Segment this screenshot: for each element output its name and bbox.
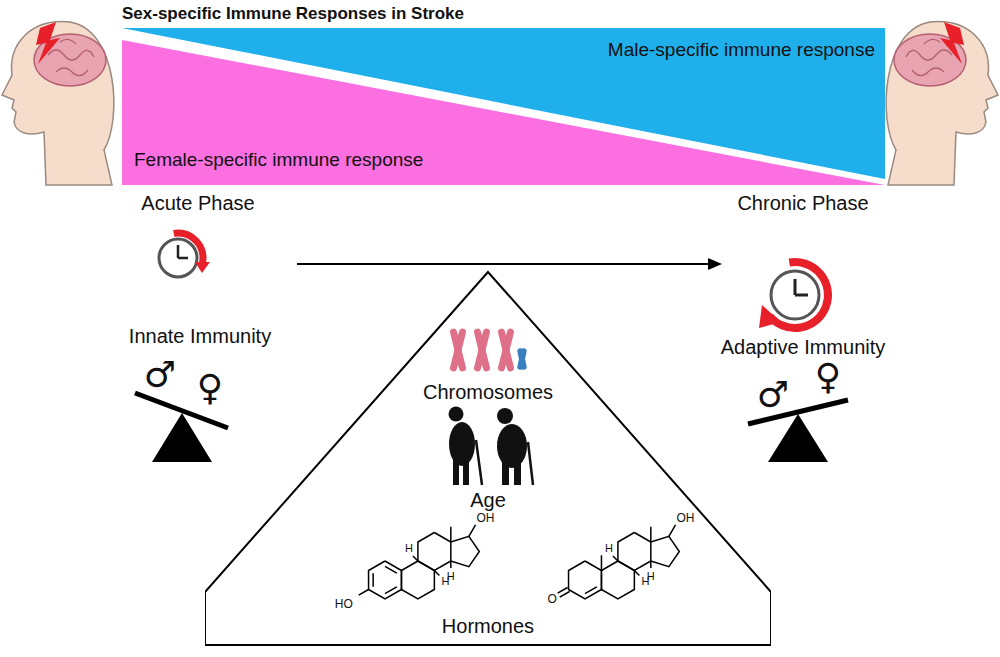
chromosome-x	[497, 328, 514, 372]
timeline-arrowhead	[708, 258, 722, 270]
hydrogen-bond	[650, 561, 652, 568]
chromosome-y	[517, 348, 527, 371]
patient-head-left	[2, 22, 114, 185]
person-leg	[502, 462, 509, 485]
stroke-lightning	[36, 22, 60, 64]
factor-pyramid: ChromosomesAgeHormones	[205, 262, 771, 647]
aromatic-bond	[385, 587, 397, 594]
steroid-ring	[618, 533, 651, 571]
sex-symbol: ♀	[197, 370, 223, 406]
clock-acute	[159, 233, 210, 277]
immunity-label: Adaptive Immunity	[721, 337, 886, 357]
steroid-ring	[569, 561, 602, 599]
person-body	[449, 422, 475, 466]
timeline-arrow	[297, 258, 722, 270]
atom-label: HO	[335, 598, 353, 610]
hydrogen-bond	[613, 556, 618, 561]
node-text: Age	[470, 490, 506, 510]
atom-label: H	[605, 543, 613, 554]
steroid-ring	[651, 536, 680, 566]
time-arrowhead	[759, 305, 781, 328]
person-leg	[514, 462, 521, 485]
hydroxyl-bond	[469, 525, 476, 536]
clock-chronic	[759, 262, 828, 328]
immunity-label: Innate Immunity	[129, 326, 271, 346]
atom-label: OH	[677, 512, 695, 524]
time-arrowhead	[195, 262, 210, 273]
time-arc	[174, 233, 203, 262]
double-bond	[585, 587, 597, 594]
methyl-bond	[450, 527, 452, 542]
steroid-ring	[418, 533, 451, 571]
aromatic-bond	[372, 573, 374, 587]
brain-folds	[48, 39, 94, 75]
chromosome-x	[473, 328, 490, 372]
steroid-ring	[601, 561, 634, 599]
node-text: Hormones	[442, 616, 534, 636]
carbonyl-bond	[560, 592, 570, 598]
phase-label: Chronic Phase	[737, 193, 868, 213]
steroid-ring	[401, 561, 434, 599]
methyl-bond	[601, 555, 603, 570]
node-text: Chromosomes	[423, 382, 553, 402]
brain-folds	[906, 39, 952, 75]
node-text: Female-specific immune response	[134, 150, 423, 169]
time-arc	[770, 262, 828, 328]
hydrogen-bond	[434, 571, 439, 576]
person-body	[497, 424, 527, 468]
atom-label: H	[447, 571, 455, 582]
atom-label: H	[405, 543, 413, 554]
stroke-lightning	[940, 22, 964, 64]
chromosome-y	[517, 348, 527, 371]
elderly-icons	[449, 407, 534, 486]
patient-head-right	[886, 22, 998, 185]
chromosome-x	[449, 328, 466, 372]
sex-symbol: ♂	[144, 357, 176, 393]
hydrogen-bond	[450, 561, 452, 568]
hydrogen-bond	[413, 556, 418, 561]
cane	[476, 440, 482, 485]
chromosome-x	[497, 328, 514, 372]
sex-symbol: ♂	[757, 377, 789, 413]
node-text: Male-specific immune response	[608, 40, 875, 59]
clock-face	[771, 271, 819, 319]
seesaw-fulcrum	[152, 413, 212, 462]
steroid-ring	[369, 561, 402, 599]
person-head	[449, 407, 464, 422]
phase-label: Acute Phase	[141, 193, 254, 213]
chromosome-x	[473, 328, 490, 372]
hydroxyl-bond	[359, 590, 369, 596]
timeline-line	[297, 263, 710, 265]
hydroxyl-bond	[669, 525, 676, 536]
factor-pyramid-outline	[205, 272, 771, 645]
figure-title: Sex-specific Immune Responses in Stroke	[122, 5, 464, 22]
head-outline	[886, 22, 998, 185]
clock-hands	[795, 279, 808, 295]
atom-label: OH	[477, 512, 495, 524]
head-outline	[2, 22, 114, 185]
chromosome-x	[449, 328, 466, 372]
person-leg	[453, 460, 459, 485]
seesaw-fulcrum	[768, 414, 828, 462]
aromatic-bond	[385, 566, 397, 573]
chromosome-icons	[449, 328, 527, 372]
hydrogen-bond	[634, 571, 639, 576]
female-response-band-outline	[122, 40, 885, 185]
clock-face	[159, 239, 197, 277]
cane	[528, 442, 533, 485]
person-head	[497, 408, 513, 424]
factor-pyramid-shape	[205, 262, 771, 647]
person-leg	[463, 460, 469, 485]
clock-hands	[178, 245, 188, 258]
atom-label: H	[647, 571, 655, 582]
atom-label: O	[547, 593, 556, 605]
methyl-bond	[650, 527, 652, 542]
steroid-ring	[451, 536, 480, 566]
sex-symbol: ♀	[815, 359, 841, 395]
carbonyl-bond	[558, 588, 568, 594]
